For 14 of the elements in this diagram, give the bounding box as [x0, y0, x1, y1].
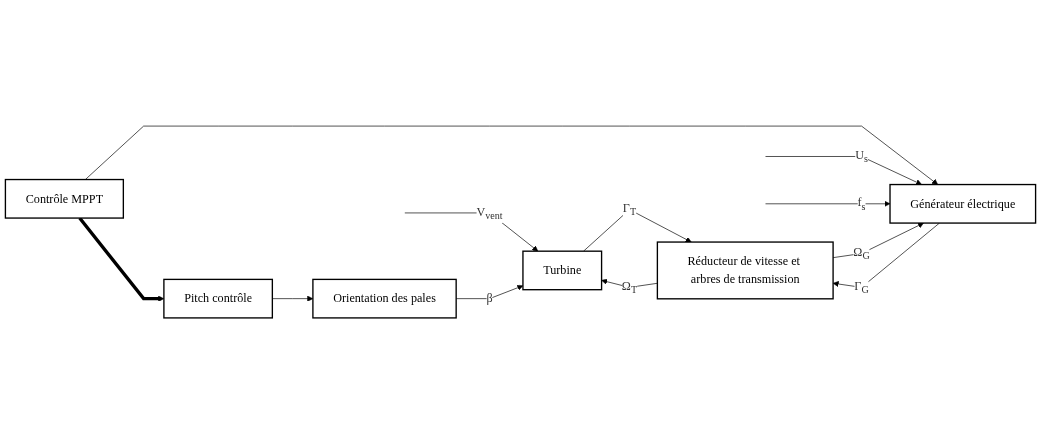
node-box: Orientation des pales: [312, 278, 457, 319]
node-box: Contrôle MPPT: [4, 178, 125, 219]
edge-label: f$_{s}$: [857, 195, 866, 212]
edge-label: β: [486, 291, 493, 306]
edge-label: Ω$_{T}$: [621, 279, 638, 296]
node-box: Pitch contrôle: [163, 278, 274, 319]
edge-label: Γ$_{G}$: [854, 279, 869, 296]
edge-label: Γ$_{T}$: [622, 201, 637, 218]
edge-label: V$_{vent}$: [476, 204, 503, 221]
node-box: Réducteur de vitesse et arbres de transmission: [656, 241, 834, 300]
node-box: Turbine: [522, 250, 603, 291]
edge-label: Ω$_{G}$: [853, 245, 870, 262]
node-box: Générateur électrique: [889, 183, 1037, 224]
edge-label: U$_{s}$: [855, 148, 868, 165]
